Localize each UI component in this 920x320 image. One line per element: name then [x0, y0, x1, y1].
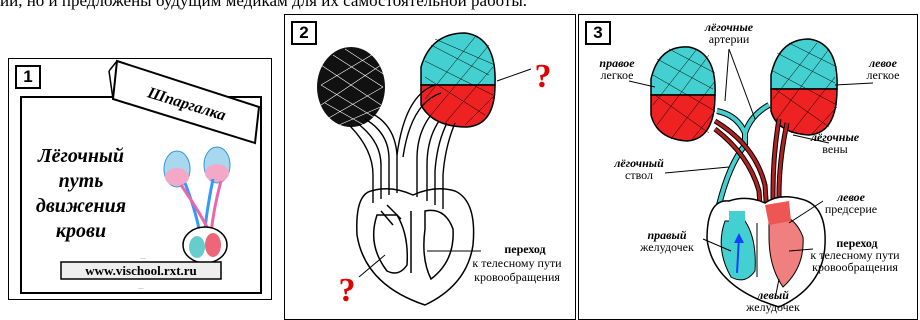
panel-3-labeled-diagram: 3: [578, 14, 918, 320]
authors-text: …: [138, 285, 144, 291]
transition-label-line2: к телесному пути: [472, 256, 562, 270]
pulm-trunk-label-2: ствол: [625, 168, 653, 182]
title-line-3: движения: [36, 195, 126, 217]
left-lung-label-2: легкое: [867, 68, 900, 82]
colored-lung: [421, 33, 495, 127]
right-ventricle-label-2: желудочек: [639, 240, 694, 254]
question-mark-bottom: ?: [339, 272, 356, 309]
right-lung: [651, 47, 715, 141]
transition-label-bold: переход: [504, 242, 545, 256]
left-ventricle-label-2: желудочек: [745, 300, 800, 314]
transition-label-line3: кровообращения: [812, 260, 898, 274]
diagram-3: правое легкое лёгочные артерии левое лег…: [579, 15, 917, 319]
title-line-2: путь: [59, 170, 104, 192]
title-line-4: крови: [56, 220, 106, 242]
title-line-1: Лёгочный: [37, 145, 124, 167]
left-atrium-label-2: предсерие: [825, 202, 877, 216]
right-lung-label-2: легкое: [601, 68, 634, 82]
heart-outline: [357, 189, 474, 305]
black-lung: [317, 47, 385, 129]
panel-1-cheatsheet: 1 Шпаргалка Лёгочный путь движения крови: [8, 58, 272, 300]
panel-2-question-diagram: 2: [284, 14, 576, 320]
question-mark-top: ?: [535, 58, 552, 95]
pulm-veins-label-2: вены: [822, 142, 847, 156]
cheatsheet-graphic: Шпаргалка Лёгочный путь движения крови ……: [9, 59, 271, 299]
pulm-arteries-label-2: артерии: [709, 32, 750, 46]
site-url: www.vischool.rxt.ru: [85, 263, 197, 278]
small-text: …: [140, 255, 146, 261]
transition-label-line3: кровообращения: [474, 270, 560, 284]
top-text-line: ии, но и предложены будущим медикам для …: [0, 0, 920, 11]
diagram-2: ? ? переход к телесному пути кровообраще…: [285, 15, 575, 319]
